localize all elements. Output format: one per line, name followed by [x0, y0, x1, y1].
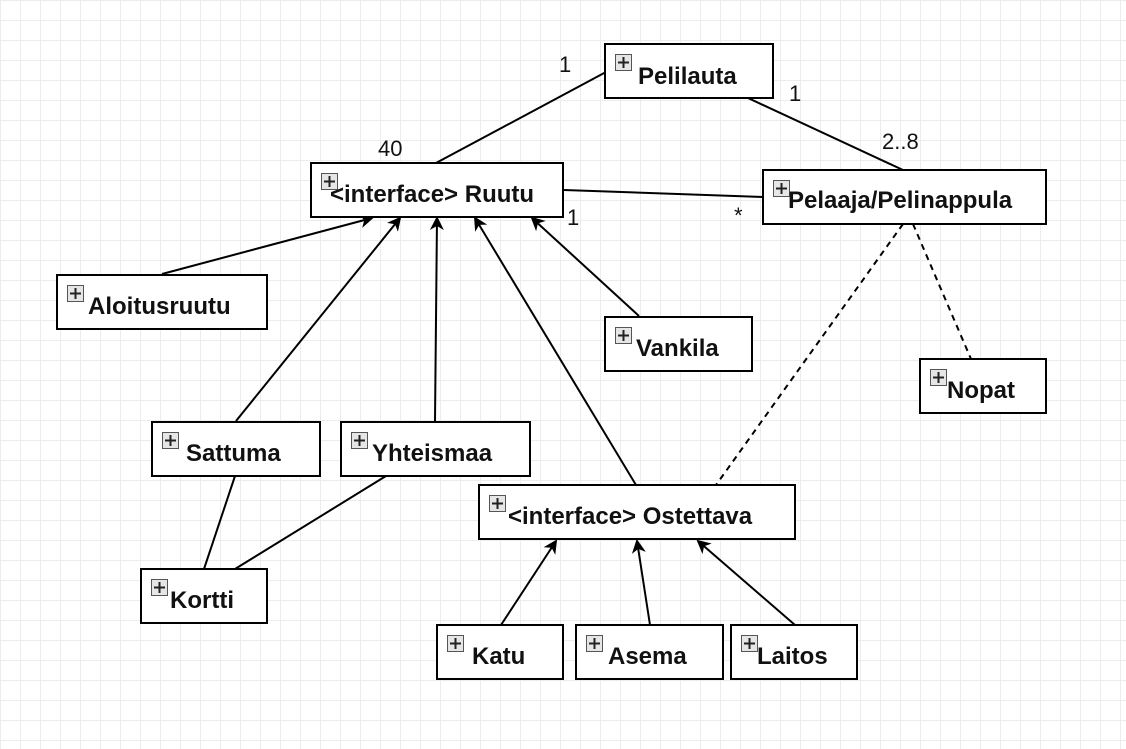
class-node-aloitusruutu[interactable]: Aloitusruutu	[56, 274, 268, 330]
class-node-vankila[interactable]: Vankila	[604, 316, 753, 372]
class-node-pelilauta[interactable]: Pelilauta	[604, 43, 774, 99]
class-node-kortti[interactable]: Kortti	[140, 568, 268, 624]
expand-icon[interactable]	[351, 432, 368, 449]
mult-ruutu-pelaaja-near-pelaaja: *	[734, 203, 743, 228]
node-label: Pelilauta	[638, 63, 737, 90]
expand-icon[interactable]	[586, 635, 603, 652]
expand-icon[interactable]	[741, 635, 758, 652]
arrow-sattuma-ruutu	[235, 216, 402, 422]
arrow-katu-ostettava	[500, 539, 558, 626]
edge-yhteismaa-kortti	[234, 475, 387, 570]
mult-pelilauta-pelaaja-near-pelaaja: 2..8	[882, 129, 919, 154]
edge-sattuma-kortti	[203, 475, 236, 570]
expand-icon[interactable]	[615, 327, 632, 344]
expand-icon[interactable]	[489, 495, 506, 512]
expand-icon[interactable]	[151, 579, 168, 596]
node-label: Aloitusruutu	[88, 293, 231, 320]
expand-icon[interactable]	[162, 432, 179, 449]
expand-icon[interactable]	[930, 369, 947, 386]
edge-pelilauta-ruutu	[435, 71, 607, 164]
node-label: Pelaaja/Pelinappula	[788, 187, 1013, 214]
node-label: Katu	[472, 643, 526, 670]
class-node-laitos[interactable]: Laitos	[730, 624, 858, 680]
node-label: Sattuma	[186, 440, 281, 467]
class-node-ruutu[interactable]: <interface> Ruutu	[310, 162, 564, 218]
edge-pelaaja-ostettava-dashed	[715, 223, 904, 486]
edge-pelilauta-pelaaja	[747, 97, 904, 171]
class-node-katu[interactable]: Katu	[436, 624, 564, 680]
node-label: Yhteismaa	[372, 440, 493, 467]
edge-ruutu-pelaaja	[563, 189, 764, 198]
expand-icon[interactable]	[67, 285, 84, 302]
arrow-yhteismaa-ruutu	[429, 216, 444, 422]
mult-ruutu-pelaaja-near-ruutu: 1	[567, 205, 580, 230]
class-node-ostettava[interactable]: <interface> Ostettava	[478, 484, 796, 540]
edge-pelaaja-nopat-dashed	[912, 223, 972, 360]
node-label: Nopat	[947, 377, 1015, 404]
arrow-ostettava-ruutu	[473, 216, 637, 486]
class-node-asema[interactable]: Asema	[575, 624, 724, 680]
class-node-sattuma[interactable]: Sattuma	[151, 421, 321, 477]
class-node-pelaaja[interactable]: Pelaaja/Pelinappula	[762, 169, 1047, 225]
arrow-vankila-ruutu	[530, 216, 640, 317]
mult-pelilauta-ruutu-near-ruutu: 40	[378, 136, 403, 161]
expand-icon[interactable]	[615, 54, 632, 71]
node-label: <interface> Ruutu	[330, 181, 535, 208]
expand-icon[interactable]	[447, 635, 464, 652]
node-label: Kortti	[170, 587, 234, 614]
node-label: Vankila	[636, 335, 719, 362]
arrow-asema-ostettava	[631, 539, 651, 626]
expand-icon[interactable]	[773, 180, 790, 197]
expand-icon[interactable]	[321, 173, 338, 190]
mult-pelilauta-ruutu-near-pelilauta: 1	[559, 52, 572, 77]
node-label: <interface> Ostettava	[508, 503, 753, 530]
arrow-aloitusruutu-ruutu	[161, 214, 374, 275]
class-node-nopat[interactable]: Nopat	[919, 358, 1047, 414]
node-label: Laitos	[757, 643, 828, 670]
arrow-laitos-ostettava	[696, 539, 796, 626]
mult-pelilauta-pelaaja-near-pelilauta: 1	[789, 81, 802, 106]
node-label: Asema	[608, 643, 687, 670]
class-node-yhteismaa[interactable]: Yhteismaa	[340, 421, 531, 477]
